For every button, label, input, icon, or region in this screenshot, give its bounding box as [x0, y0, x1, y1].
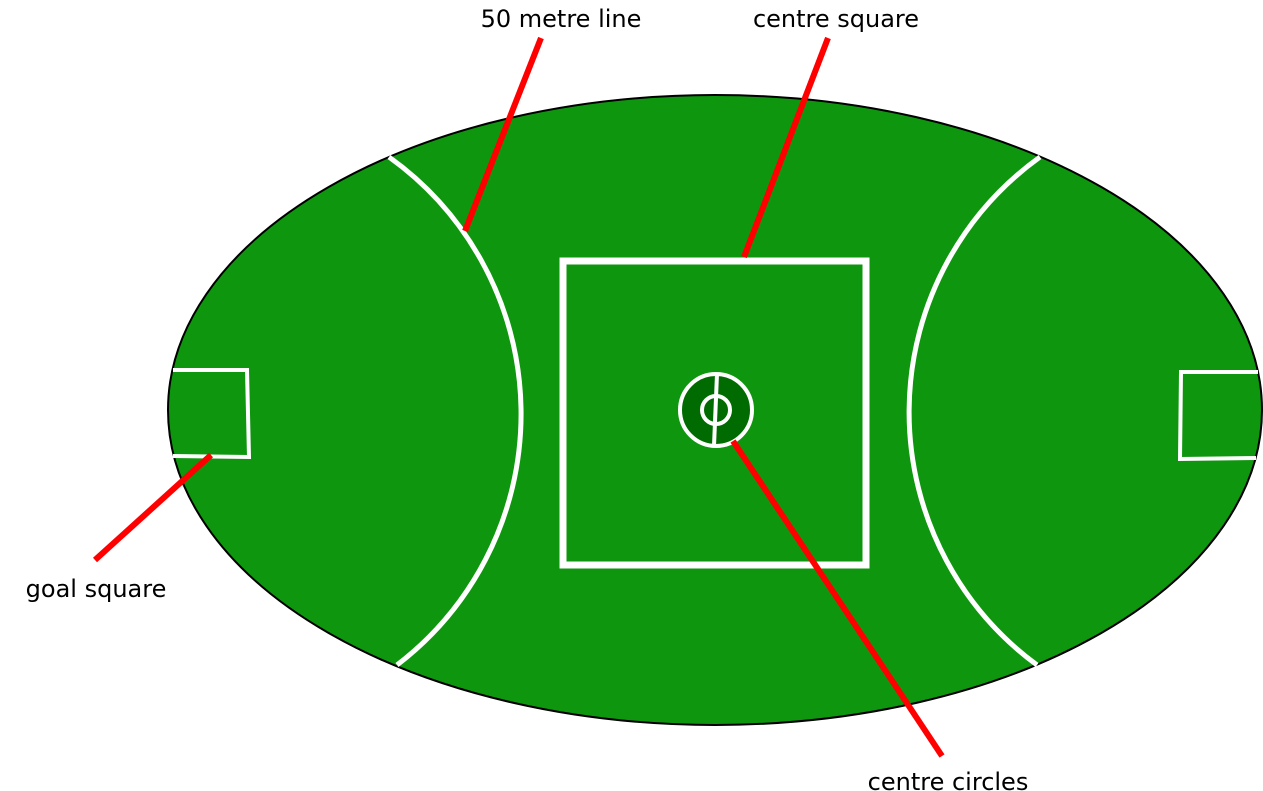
pointer-goal-square	[92, 452, 214, 563]
fifty-metre-arc-right	[906, 154, 1042, 668]
pointer-centre-square	[741, 36, 831, 259]
pointer-centre-circles	[730, 439, 945, 758]
centre-line	[712, 373, 719, 447]
label-centre-square: centre square	[753, 5, 919, 33]
fifty-metre-arc-left	[387, 154, 524, 667]
goal-square-right	[1177, 370, 1258, 462]
label-fifty-metre-line: 50 metre line	[481, 5, 642, 33]
label-centre-circles: centre circles	[868, 768, 1029, 791]
centre-square	[559, 257, 870, 569]
pointer-fifty-metre-line	[462, 36, 544, 233]
label-goal-square: goal square	[26, 575, 167, 603]
